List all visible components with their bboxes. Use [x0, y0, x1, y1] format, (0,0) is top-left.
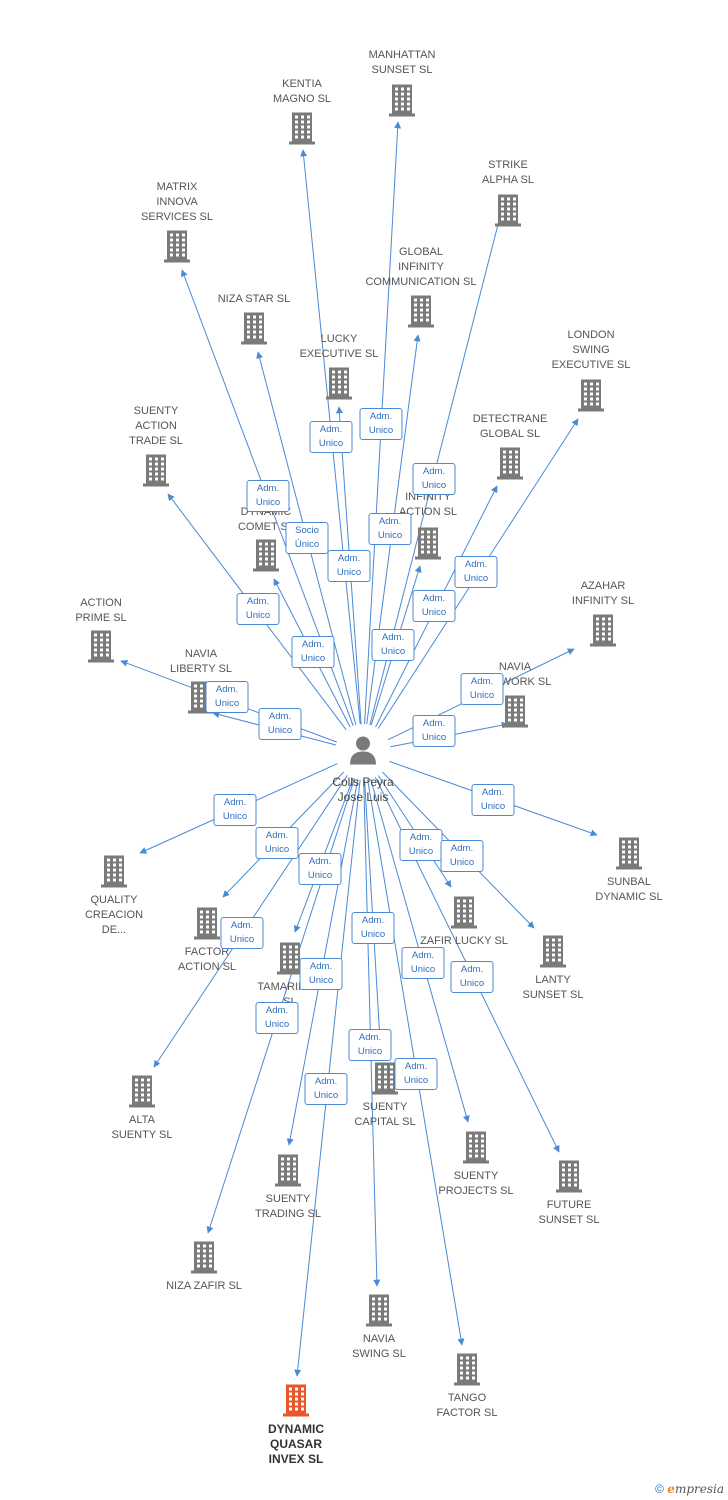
building-icon[interactable] [366, 1293, 392, 1332]
building-icon[interactable] [497, 446, 523, 485]
role-badge-suenty-action[interactable]: Adm. Unico [236, 593, 280, 625]
role-badge-dynamic-quasar[interactable]: Adm. Unico [304, 1073, 348, 1105]
role-badge-manhattan-sunset[interactable]: Adm. Unico [359, 408, 403, 440]
role-badge-suenty-projects[interactable]: Adm. Unico [401, 947, 445, 979]
role-badge-tamarindo[interactable]: Adm. Unico [298, 853, 342, 885]
company-name-niza-zafir[interactable]: NIZA ZAFIR SL [166, 1280, 242, 1292]
company-name-matrix-innova[interactable]: MATRIX INNOVA SERVICES SL [141, 181, 213, 223]
role-badge-action-prime[interactable]: Adm. Unico [205, 681, 249, 713]
building-icon[interactable] [389, 83, 415, 122]
person-name[interactable]: Colls Peyra Jose Luis [332, 775, 394, 804]
role-badge-matrix-innova[interactable]: Adm. Unico [246, 480, 290, 512]
company-name-azahar-infinity[interactable]: AZAHAR INFINITY SL [571, 580, 635, 607]
role-badge-infinity-action[interactable]: Adm. Unico [371, 629, 415, 661]
building-icon[interactable] [164, 229, 190, 268]
role-badge-future-sunset[interactable]: Adm. Unico [450, 961, 494, 993]
company-name-suenty-projects[interactable]: SUENTY PROJECTS SL [438, 1170, 514, 1197]
building-icon[interactable] [454, 1352, 480, 1391]
company-name-lanty-sunset[interactable]: LANTY SUNSET SL [522, 974, 584, 1001]
role-badge-niza-zafir[interactable]: Adm. Unico [255, 1002, 299, 1034]
role-badge-navia-swing[interactable]: Adm. Unico [348, 1029, 392, 1061]
role-badge-azahar-infinity[interactable]: Adm. Unico [460, 673, 504, 705]
building-icon[interactable] [451, 895, 477, 934]
company-name-sunbal-dynamic[interactable]: SUNBAL DYNAMIC SL [595, 876, 663, 903]
role-badge-navia-network[interactable]: Adm. Unico [412, 715, 456, 747]
company-name-global-infinity[interactable]: GLOBAL INFINITY COMMUNICATION SL [365, 246, 477, 288]
footer: © empresia [655, 1482, 724, 1496]
company-name-suenty-action[interactable]: SUENTY ACTION TRADE SL [129, 405, 183, 447]
role-badge-niza-star[interactable]: Socio Único [285, 522, 329, 554]
role-badge-suenty-trading[interactable]: Adm. Unico [299, 958, 343, 990]
company-name-future-sunset[interactable]: FUTURE SUNSET SL [538, 1199, 600, 1226]
building-icon[interactable] [191, 1240, 217, 1279]
company-name-kentia-magno[interactable]: KENTIA MAGNO SL [272, 78, 332, 105]
building-icon[interactable] [253, 538, 279, 577]
company-name-navia-swing[interactable]: NAVIA SWING SL [352, 1333, 406, 1360]
role-badge-london-swing[interactable]: Adm. Unico [454, 556, 498, 588]
company-name-quality-creacion[interactable]: QUALITY CREACION DE... [84, 894, 144, 936]
role-badge-lucky-executive[interactable]: Adm. Unico [327, 550, 371, 582]
company-name-niza-star[interactable]: NIZA STAR SL [217, 293, 291, 305]
building-icon[interactable] [372, 1061, 398, 1100]
building-icon[interactable] [616, 836, 642, 875]
company-name-manhattan-sunset[interactable]: MANHATTAN SUNSET SL [368, 49, 436, 76]
role-badge-lanty-sunset[interactable]: Adm. Unico [440, 840, 484, 872]
role-badge-quality-creacion[interactable]: Adm. Unico [213, 794, 257, 826]
copyright-symbol: © [655, 1482, 664, 1496]
company-name-factor-action[interactable]: FACTOR ACTION SL [177, 946, 237, 973]
role-badge-tango-factor[interactable]: Adm. Unico [394, 1058, 438, 1090]
role-badge-kentia-magno[interactable]: Adm. Unico [309, 421, 353, 453]
role-badge-suenty-capital[interactable]: Adm. Unico [351, 912, 395, 944]
role-badge-sunbal-dynamic[interactable]: Adm. Unico [471, 784, 515, 816]
building-icon[interactable] [241, 311, 267, 350]
building-icon[interactable] [88, 629, 114, 668]
role-badge-zafir-lucky[interactable]: Adm. Unico [399, 829, 443, 861]
company-name-dynamic-quasar[interactable]: DYNAMIC QUASAR INVEX SL [268, 1422, 324, 1466]
building-icon[interactable] [194, 906, 220, 945]
building-icon[interactable] [275, 1153, 301, 1192]
building-icon[interactable] [556, 1159, 582, 1198]
company-name-london-swing[interactable]: LONDON SWING EXECUTIVE SL [551, 329, 631, 371]
role-badge-strike-alpha[interactable]: Adm. Unico [412, 463, 456, 495]
role-badge-factor-action[interactable]: Adm. Unico [255, 827, 299, 859]
company-name-suenty-capital[interactable]: SUENTY CAPITAL SL [354, 1101, 416, 1128]
building-icon[interactable] [463, 1130, 489, 1169]
building-icon[interactable] [277, 941, 303, 980]
building-icon[interactable] [326, 366, 352, 405]
role-badge-dynamic-comet[interactable]: Adm. Unico [291, 636, 335, 668]
building-icon[interactable] [101, 854, 127, 893]
building-icon[interactable] [289, 111, 315, 150]
company-name-lucky-executive[interactable]: LUCKY EXECUTIVE SL [299, 333, 379, 360]
building-icon[interactable] [578, 378, 604, 417]
building-icon[interactable] [495, 193, 521, 232]
person-icon[interactable] [348, 735, 378, 770]
empresia-logo[interactable]: empresia [667, 1482, 724, 1496]
company-name-suenty-trading[interactable]: SUENTY TRADING SL [254, 1193, 322, 1220]
building-icon[interactable] [540, 934, 566, 973]
building-icon[interactable] [415, 526, 441, 565]
role-badge-detectrane-global[interactable]: Adm. Unico [412, 590, 456, 622]
company-name-action-prime[interactable]: ACTION PRIME SL [75, 597, 127, 624]
company-name-detectrane-global[interactable]: DETECTRANE GLOBAL SL [472, 413, 548, 440]
building-icon[interactable] [408, 294, 434, 333]
company-name-navia-liberty[interactable]: NAVIA LIBERTY SL [170, 648, 232, 675]
building-icon[interactable] [129, 1074, 155, 1113]
role-badge-alta-suenty[interactable]: Adm. Unico [220, 917, 264, 949]
building-icon[interactable] [283, 1383, 309, 1422]
role-badge-navia-liberty[interactable]: Adm. Unico [258, 708, 302, 740]
building-icon[interactable] [590, 613, 616, 652]
building-icon[interactable] [143, 453, 169, 492]
company-name-zafir-lucky[interactable]: ZAFIR LUCKY SL [420, 935, 508, 947]
role-badge-global-infinity[interactable]: Adm. Unico [368, 513, 412, 545]
company-name-alta-suenty[interactable]: ALTA SUENTY SL [111, 1114, 173, 1141]
building-icon[interactable] [502, 694, 528, 733]
company-name-strike-alpha[interactable]: STRIKE ALPHA SL [482, 159, 534, 186]
company-name-tango-factor[interactable]: TANGO FACTOR SL [436, 1392, 498, 1419]
